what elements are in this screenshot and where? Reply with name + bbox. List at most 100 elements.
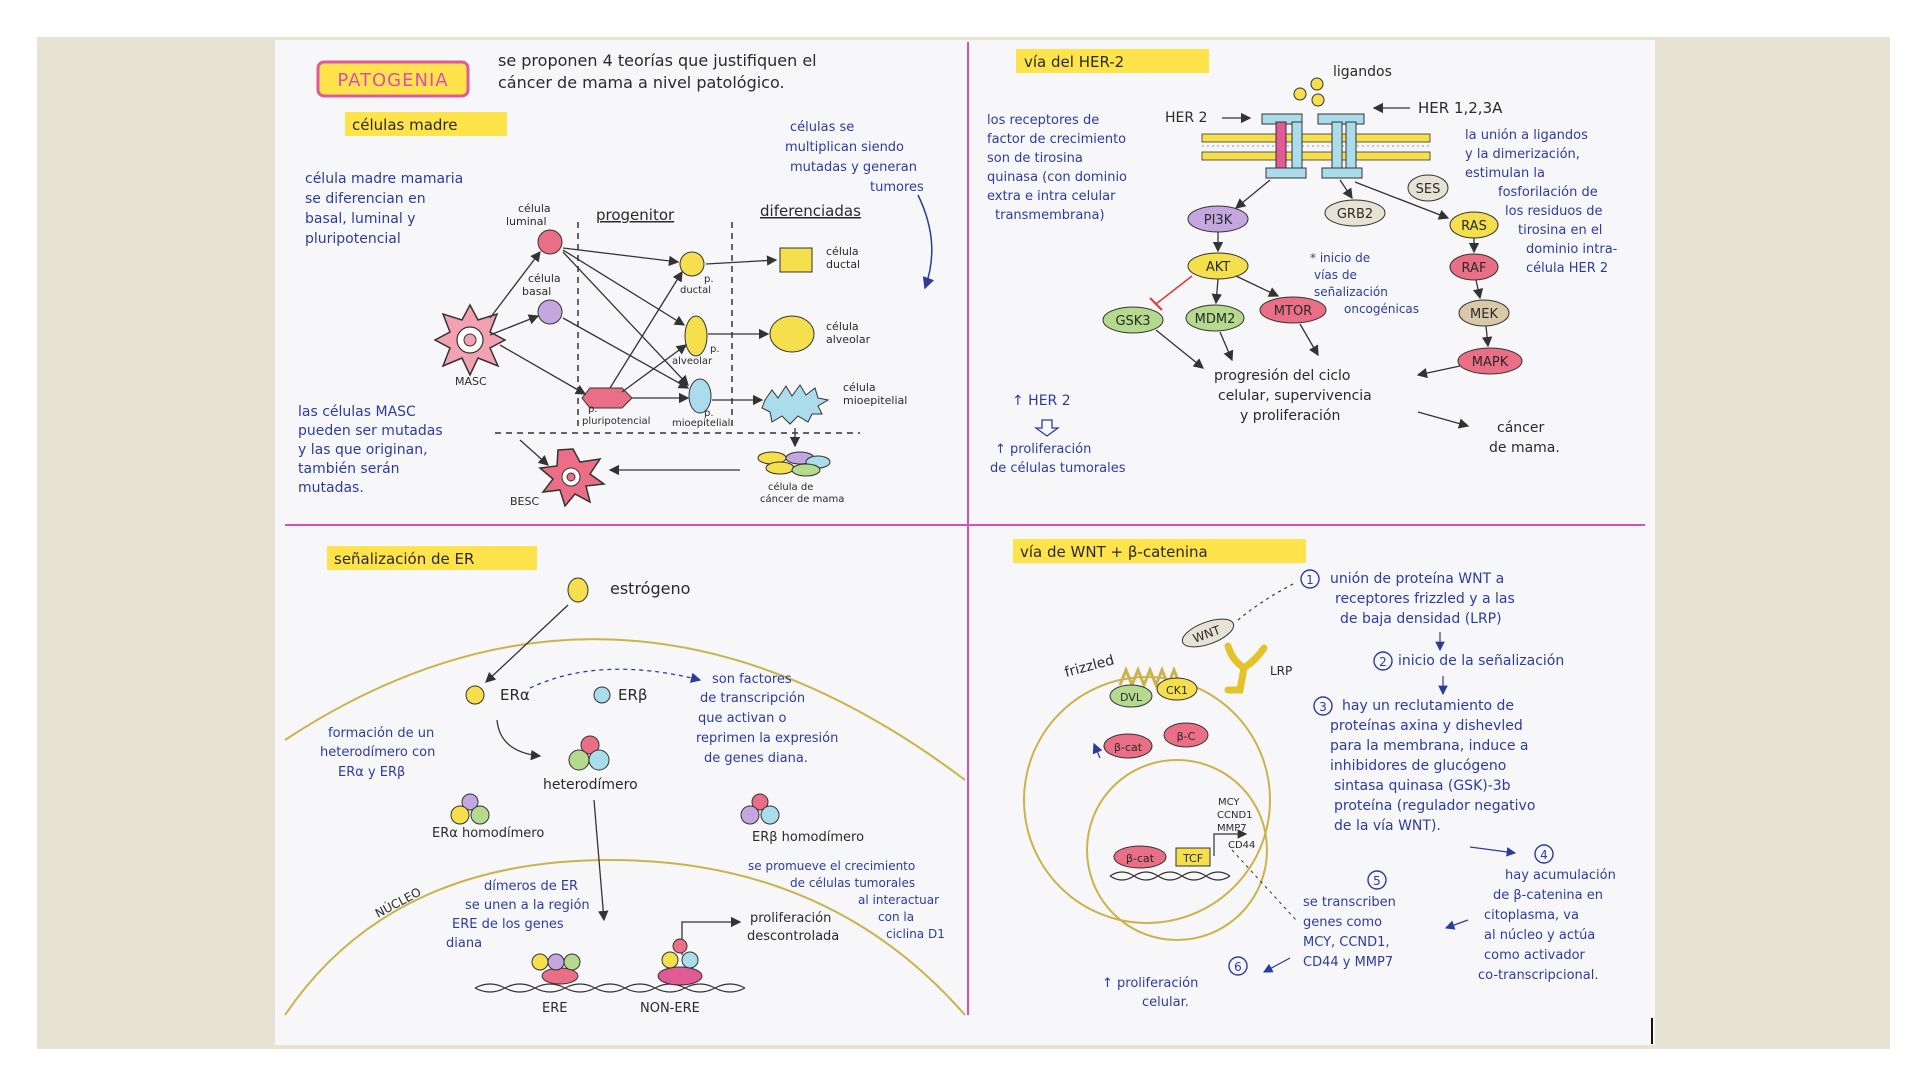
note-right-2: multiplican siendo — [785, 140, 904, 155]
her2-up: ↑ HER 2 — [1012, 393, 1071, 409]
er-right-note-2: de transcripción — [700, 691, 805, 706]
er-right-note-5: de genes diana. — [704, 751, 808, 766]
er-prolif-1: proliferación — [750, 911, 831, 926]
svg-text:citoplasma, va: citoplasma, va — [1484, 908, 1579, 923]
luminal-label-1: célula — [518, 202, 551, 215]
svg-text:de baja densidad (LRP): de baja densidad (LRP) — [1340, 611, 1502, 627]
node-akt: AKT — [1187, 252, 1249, 280]
p-ductal-cell — [679, 251, 705, 277]
basal-cell — [537, 299, 563, 325]
svg-text:β-cat: β-cat — [1126, 852, 1155, 865]
svg-text:receptores frizzled y a las: receptores frizzled y a las — [1335, 591, 1515, 607]
her2-right-note-3: estimulan la — [1465, 166, 1545, 181]
ere-dimer-stack — [531, 953, 581, 985]
svg-text:CK1: CK1 — [1166, 684, 1188, 697]
luminal-cell — [537, 229, 563, 255]
node-pi3k: PI3K — [1187, 205, 1249, 233]
svg-text:co-transcripcional.: co-transcripcional. — [1478, 968, 1598, 983]
nonere-dimer-stack — [657, 938, 703, 986]
besc-cell — [538, 448, 607, 508]
intro-line-1: se proponen 4 teorías que justifiquen el — [498, 51, 817, 70]
svg-text:de la vía WNT).: de la vía WNT). — [1334, 818, 1441, 834]
node-mapk: MAPK — [1457, 347, 1523, 375]
quadrant-wnt: vía de WNT + β-catenina WNT frizzled LRP… — [1013, 539, 1616, 1010]
svg-text:4: 4 — [1540, 848, 1548, 862]
patogenia-title-box — [316, 60, 470, 98]
erb-homodimer-label: ERβ homodímero — [752, 830, 864, 845]
her2-left-note-2: factor de crecimiento — [987, 132, 1126, 147]
svg-text:PI3K: PI3K — [1204, 213, 1233, 228]
masc-cell — [433, 303, 507, 377]
ere-label: ERE — [542, 1001, 567, 1016]
svg-text:como activador: como activador — [1484, 948, 1586, 963]
basal-label-2: basal — [522, 285, 551, 298]
erb-homodimer — [740, 793, 780, 825]
her2-mid-note-4: oncogénicas — [1344, 302, 1419, 316]
her2-right-note-1: la unión a ligandos — [1465, 128, 1588, 143]
svg-text:unión de proteína WNT a: unión de proteína WNT a — [1330, 571, 1504, 587]
svg-text:MCY, CCND1,: MCY, CCND1, — [1303, 935, 1390, 950]
nucleus-arrow — [593, 799, 609, 922]
heading-highlight — [327, 546, 537, 570]
node-ses: SES — [1407, 174, 1449, 202]
nuclear-membrane — [284, 858, 966, 1016]
cell-membrane-outer — [284, 638, 966, 781]
estrogen-arrow — [485, 604, 569, 683]
her2-prolif-1: ↑ proliferación — [995, 442, 1091, 457]
dvl-protein: DVL — [1109, 684, 1153, 708]
ductal-cell — [779, 247, 813, 273]
note-right-3: mutadas y generan — [790, 160, 917, 175]
step-6: 6 ↑ proliferación celular. — [1102, 956, 1248, 1010]
svg-text:proteína (regulador negativo: proteína (regulador negativo — [1334, 798, 1535, 814]
estrogen-label: estrógeno — [610, 579, 690, 598]
heading-er: señalización de ER — [334, 550, 474, 568]
svg-text:hay un reclutamiento de: hay un reclutamiento de — [1342, 698, 1514, 714]
svg-text:hay acumulación: hay acumulación — [1505, 868, 1616, 883]
patogenia-title: PATOGENIA — [337, 70, 448, 91]
cancer-1: cáncer — [1497, 420, 1544, 436]
p-pluri-cell — [581, 387, 633, 409]
svg-text:DVL: DVL — [1120, 691, 1143, 704]
her2-left-note-1: los receptores de — [987, 113, 1099, 128]
her2-right-note-6: tirosina en el — [1518, 223, 1602, 238]
svg-text:β-C: β-C — [1177, 730, 1196, 743]
bcat-cytoplasm: β-cat — [1103, 733, 1153, 759]
ligand-dots — [1293, 77, 1325, 107]
er-right-note-1: son factores — [712, 672, 792, 687]
her-receptor — [1317, 113, 1365, 179]
svg-text:se transcriben: se transcriben — [1303, 895, 1396, 910]
cell-membrane — [1201, 133, 1431, 161]
er-right-note-3: que activan o — [698, 711, 786, 726]
svg-text:CD44: CD44 — [1228, 840, 1255, 851]
p-alveolar-label-1: p. — [710, 344, 720, 355]
svg-text:RAF: RAF — [1462, 261, 1487, 276]
ductal-label-2: ductal — [826, 258, 860, 271]
node-raf: RAF — [1449, 253, 1499, 281]
q1-arrows — [489, 247, 801, 476]
svg-text:MTOR: MTOR — [1274, 304, 1312, 319]
promote-note-5: ciclina D1 — [886, 927, 945, 941]
svg-text:AKT: AKT — [1206, 260, 1230, 275]
her2-right-note-7: dominio intra- — [1526, 242, 1618, 257]
heterodimer-label: heterodímero — [543, 777, 638, 793]
dimer-note-2: se unen a la región — [465, 898, 590, 913]
her2-mid-note-3: señalización — [1314, 285, 1388, 299]
svg-text:3: 3 — [1319, 700, 1327, 714]
svg-text:SES: SES — [1416, 182, 1441, 197]
akt-inhibits-gsk3 — [1155, 275, 1193, 305]
her2-right-note-4: fosforilación de — [1498, 185, 1598, 200]
svg-text:de β-catenina en: de β-catenina en — [1493, 888, 1603, 903]
her2-left-note-4: quinasa (con dominio — [987, 170, 1127, 185]
erb-molecule — [593, 686, 611, 704]
transcription-arrow — [529, 668, 702, 689]
progression-1: progresión del ciclo — [1214, 368, 1351, 384]
progression-3: y proliferación — [1240, 408, 1340, 424]
svg-text:sintasa quinasa (GSK)-3b: sintasa quinasa (GSK)-3b — [1334, 778, 1511, 794]
svg-text:↑ proliferación: ↑ proliferación — [1102, 976, 1198, 991]
nonere-label: NON-ERE — [640, 1001, 700, 1016]
svg-text:celular.: celular. — [1142, 995, 1189, 1010]
her2-right-note-2: y la dimerización, — [1465, 147, 1580, 162]
hollow-down-arrow — [1034, 419, 1060, 437]
